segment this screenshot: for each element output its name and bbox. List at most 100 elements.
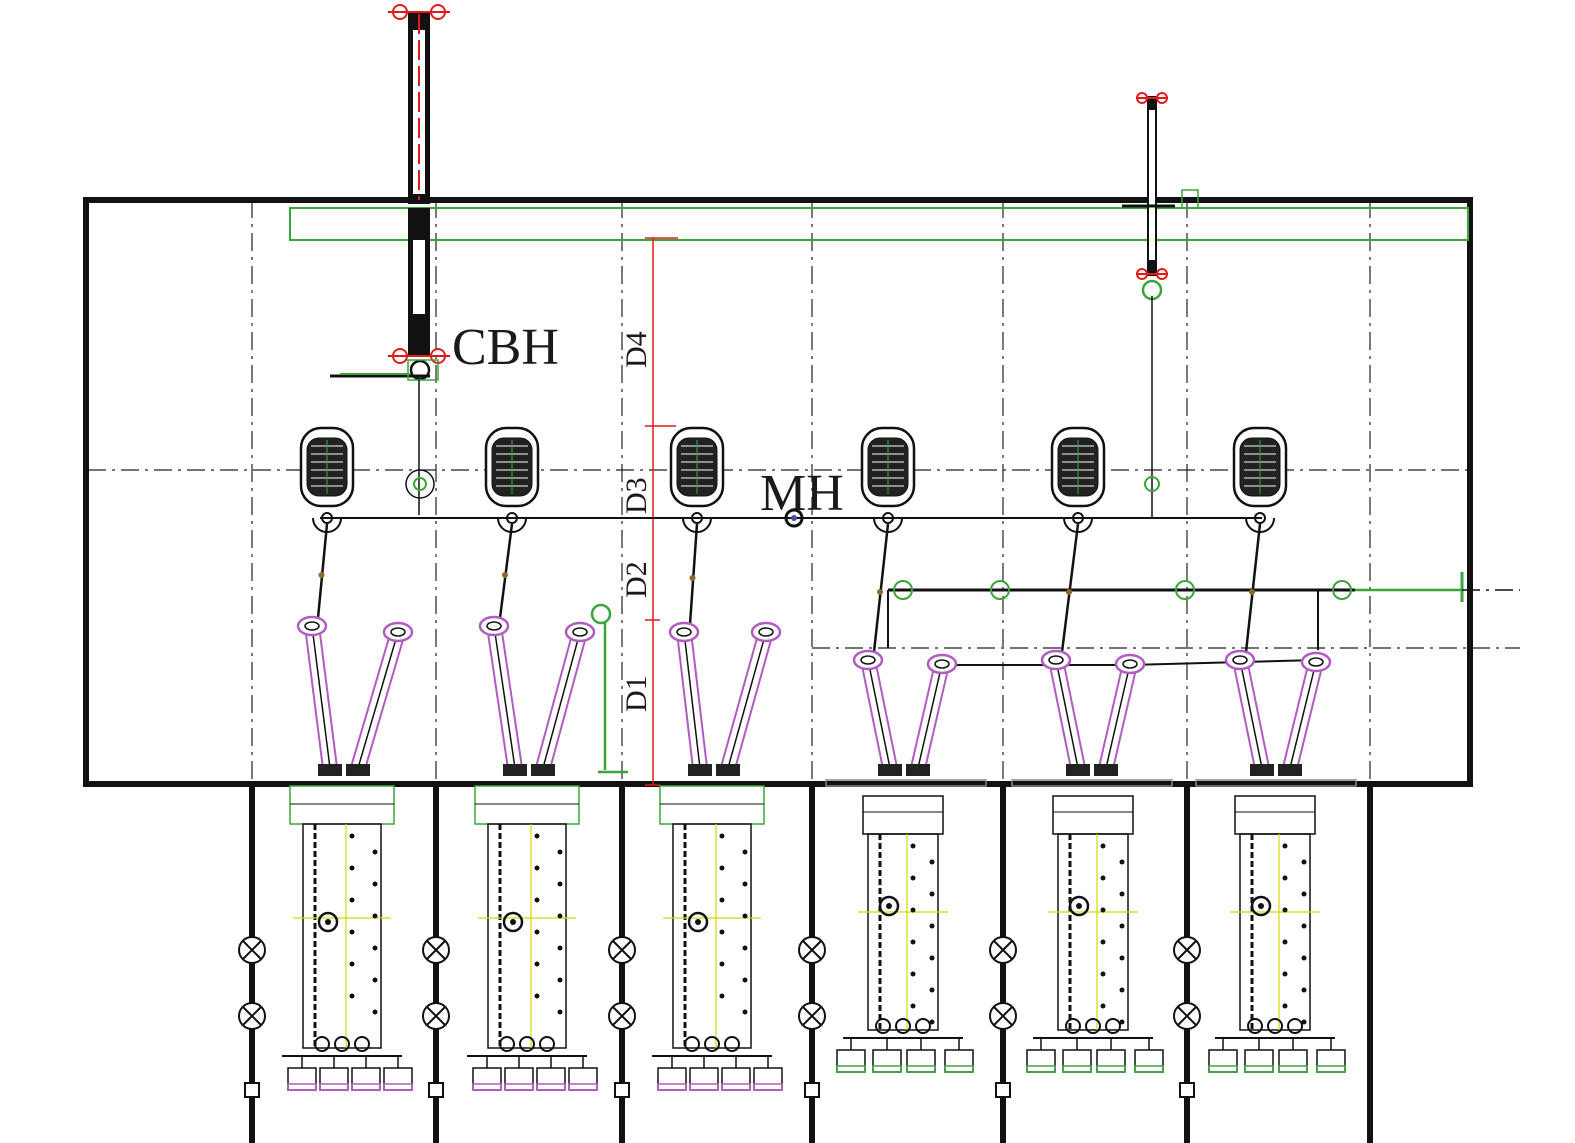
support-foot [383, 1056, 413, 1091]
gear-icon [878, 895, 900, 917]
platform-strip [1011, 779, 1173, 787]
circle-cross-icon [798, 936, 826, 964]
transformer [484, 426, 540, 533]
bay-4 [836, 426, 974, 1073]
platform-strip [1195, 779, 1357, 787]
anchor-block [428, 1082, 444, 1098]
bushing-right [531, 621, 596, 776]
support-foot [472, 1056, 502, 1091]
gis-cabinet [836, 795, 974, 1073]
bushing-left [296, 615, 342, 776]
bushing-left [668, 621, 712, 776]
support-foot [1278, 1038, 1308, 1073]
support-foot [287, 1056, 317, 1091]
gis-cabinet [1208, 795, 1346, 1073]
crane-runway [289, 207, 1469, 241]
gis-cabinet [652, 785, 783, 1091]
bushing-right [1094, 653, 1146, 776]
support-foot [872, 1038, 902, 1073]
circle-cross-icon [422, 936, 450, 964]
support-foot [1062, 1038, 1092, 1073]
right-crane [1122, 92, 1175, 518]
platform-strip [825, 779, 987, 787]
cbh-crane [330, 4, 450, 515]
anchor-block [244, 1082, 260, 1098]
valve-symbols [238, 936, 1201, 1098]
support-foot [351, 1056, 381, 1091]
conductor [688, 523, 699, 625]
anchor-block [995, 1082, 1011, 1098]
ground-conductor [590, 603, 628, 774]
circle-cross-icon [1173, 936, 1201, 964]
support-foot [1316, 1038, 1346, 1073]
bushing-left [1040, 649, 1090, 776]
bay-5 [1026, 426, 1164, 1073]
bushing-right [716, 621, 782, 776]
support-foot [1244, 1038, 1274, 1073]
anchor-block [804, 1082, 820, 1098]
crane-runway-end [1181, 189, 1199, 209]
support-foot [657, 1056, 687, 1091]
crane-hook-icon [405, 469, 435, 499]
bushing-left [852, 649, 902, 776]
support-foot [504, 1056, 534, 1091]
support-foot [689, 1056, 719, 1091]
manhole-icon [784, 508, 804, 528]
gear-icon [502, 911, 524, 933]
label-mh: MH [760, 465, 844, 522]
support-foot [1208, 1038, 1238, 1073]
conductor [316, 523, 329, 619]
support-foot [1026, 1038, 1056, 1073]
gis-cabinet [1026, 795, 1164, 1073]
conductor [1060, 523, 1080, 653]
dimension-line [645, 237, 678, 786]
conductor [498, 523, 514, 619]
bushing-right [346, 621, 414, 776]
support-foot [721, 1056, 751, 1091]
circle-cross-icon [608, 1002, 636, 1030]
dimension-label-d3: D3 [620, 477, 653, 514]
gis-cabinet [282, 785, 413, 1091]
circle-cross-icon [989, 1002, 1017, 1030]
circle-cross-icon [798, 1002, 826, 1030]
bushing-left [478, 615, 527, 776]
label-cbh: CBH [452, 319, 559, 376]
grid-lines [88, 200, 1520, 785]
dimension-label-d1: D1 [620, 675, 653, 712]
transformer [860, 426, 916, 533]
secondary-busbar [887, 572, 1520, 666]
gear-icon [1250, 895, 1272, 917]
support-foot [944, 1038, 974, 1073]
circle-cross-icon [1173, 1002, 1201, 1030]
bushing-right [906, 653, 958, 776]
gear-icon [317, 911, 339, 933]
gear-icon [1068, 895, 1090, 917]
bushing-left [1224, 649, 1274, 776]
transformer [669, 426, 725, 533]
building-outline [83, 197, 1473, 787]
circle-cross-icon [422, 1002, 450, 1030]
circle-cross-icon [238, 1002, 266, 1030]
bay-3 [652, 426, 783, 1091]
support-foot [836, 1038, 866, 1073]
dimension-label-d2: D2 [620, 561, 653, 598]
support-foot [1096, 1038, 1126, 1073]
bay-1 [282, 426, 414, 1091]
transformer [1050, 426, 1106, 533]
transformer [1232, 426, 1288, 533]
bushing-right [1278, 651, 1332, 776]
support-foot [1134, 1038, 1164, 1073]
circle-cross-icon [989, 936, 1017, 964]
support-foot [319, 1056, 349, 1091]
conductor [872, 523, 890, 653]
support-foot [568, 1056, 598, 1091]
bay-6 [1208, 426, 1346, 1073]
gear-icon [687, 911, 709, 933]
circle-cross-icon [238, 936, 266, 964]
crane-top-cap-icon [388, 4, 450, 20]
equipment-bays [282, 426, 1357, 1091]
anchor-block [614, 1082, 630, 1098]
gis-cabinet [467, 785, 598, 1091]
transformer [299, 426, 355, 533]
